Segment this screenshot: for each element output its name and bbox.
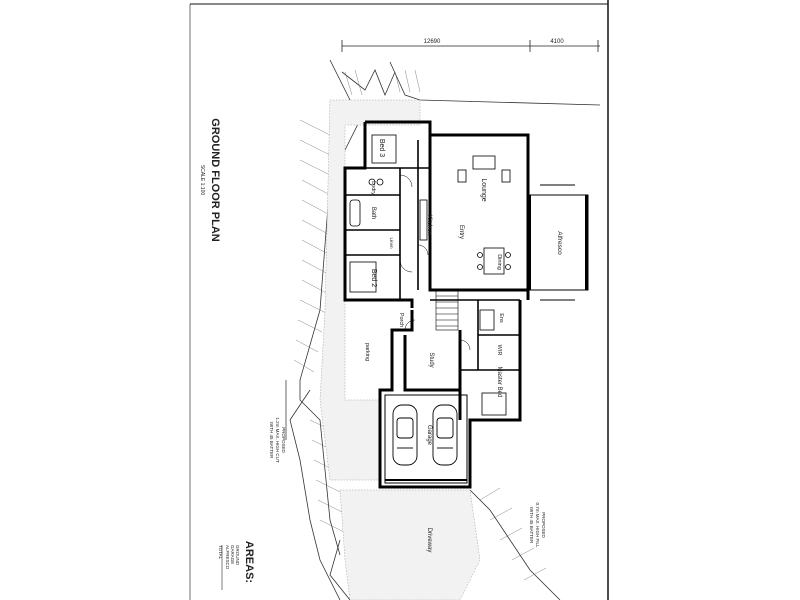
interior-walls (345, 140, 520, 371)
door-swings (399, 174, 471, 351)
note-left-line-2: 1.2m MAX. HIGH CUT (275, 417, 280, 463)
room-label-bed3: Bed 3 (378, 139, 385, 157)
note-right-line-2: 0.7m MAX. HIGH FILL (535, 502, 540, 548)
plan-title-block: GROUND FLOOR PLAN SCALE 1:100 (199, 118, 221, 241)
room-label-kitchen: Kitchen (426, 215, 432, 235)
note-left-line-1: PROPOSED (281, 427, 286, 453)
room-label-study: Study (428, 352, 434, 367)
furniture (349, 134, 511, 416)
car-icon (432, 404, 458, 466)
note-right-line-1: PROPOSED (541, 512, 546, 538)
room-label-parking: parking (364, 343, 370, 361)
room-label-wir: WIR (496, 345, 502, 356)
note-left: PROPOSED 1.2m MAX. HIGH CUT WITH 45 BATT… (269, 380, 287, 463)
areas-line-alfresco: ALFRESCO (225, 545, 230, 570)
stairs-icon (435, 289, 459, 331)
plan-scale: SCALE 1:100 (199, 165, 205, 196)
room-label-bath: Bath (370, 207, 376, 219)
dining-table-icon (483, 247, 505, 275)
room-label-garage: Garage (426, 425, 432, 446)
areas-line-total: TOTAL (218, 545, 223, 560)
sofa-icon (472, 155, 496, 170)
site-boundary (289, 59, 601, 600)
dimension-label-1: 12690 (424, 39, 441, 45)
car-icon (392, 404, 418, 466)
plan-title: GROUND FLOOR PLAN (209, 118, 221, 241)
areas-block: AREAS: GROUND GARAGE ALFRESCO TOTAL (218, 541, 255, 590)
note-left-line-3: WITH 45 BATTER (269, 422, 274, 459)
room-labels: Bed 3 Bed 2 Bath Lndry Linen Kitchen Lou… (364, 139, 563, 552)
note-right: PROPOSED 0.7m MAX. HIGH FILL WITH 45 BAT… (529, 502, 546, 548)
bed-icon (349, 261, 377, 293)
garage-area (384, 394, 468, 484)
dimension-label-2: 4100 (550, 39, 564, 45)
room-label-master-bed: Master Bed (496, 367, 502, 398)
room-label-alfresco: Alfresco (556, 231, 563, 255)
room-label-ens: Ens (498, 313, 504, 323)
alfresco-area (527, 184, 589, 301)
room-label-lndry: Lndry (370, 181, 376, 195)
room-label-dining: Dining (496, 254, 502, 270)
dimension-line: 12690 4100 (341, 39, 600, 52)
note-right-line-3: WITH 45 BATTER (529, 507, 534, 544)
room-label-porch: Porch (398, 313, 404, 327)
room-label-entry: Entry (458, 225, 464, 239)
bed-icon (371, 134, 397, 164)
areas-heading: AREAS: (243, 541, 255, 583)
areas-line-garage: GARAGE (230, 545, 235, 564)
room-label-linen: Linen (389, 237, 394, 249)
room-label-lounge: Lounge (480, 178, 487, 201)
room-label-driveway: Driveway (426, 528, 432, 553)
bed-icon (481, 392, 507, 416)
areas-line-ground: GROUND (235, 545, 240, 566)
room-label-bed2: Bed 2 (370, 269, 377, 287)
bathtub-icon (349, 199, 361, 227)
